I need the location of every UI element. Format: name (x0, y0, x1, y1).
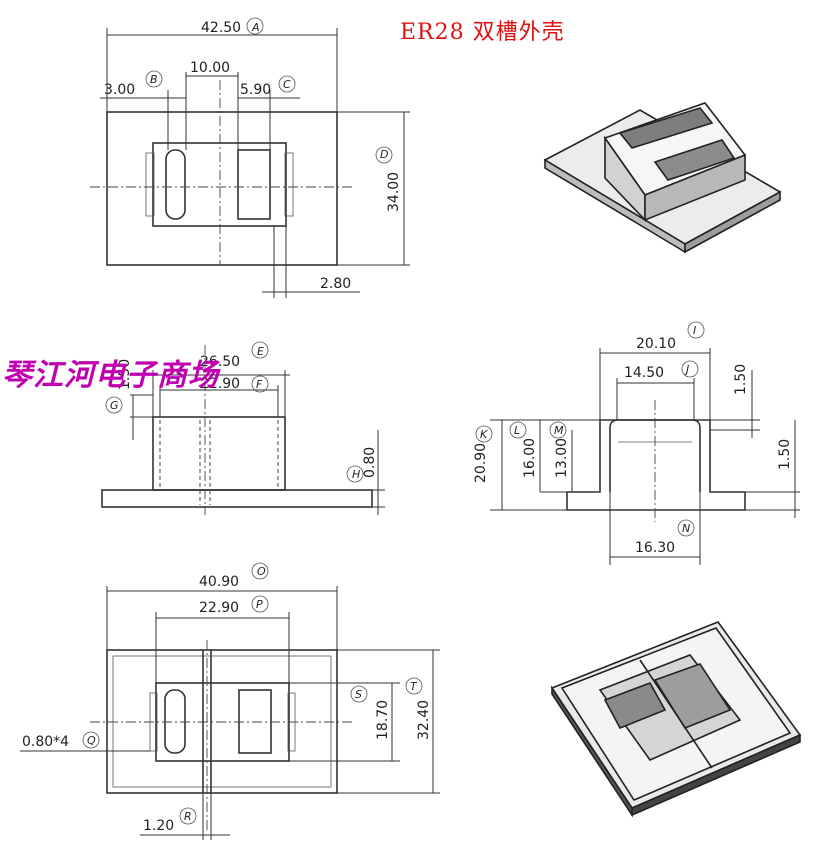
dim-m-ref: M (554, 424, 564, 437)
dim-q-ref: Q (87, 734, 96, 747)
dim-n-value: 16.30 (635, 540, 675, 556)
top-view-outline (106, 111, 338, 266)
dim-p-value: 22.90 (199, 600, 239, 616)
dim-280-value: 2.80 (320, 276, 351, 292)
dim-h-value: 0.80 (362, 447, 378, 478)
dim-a-value: 42.50 (201, 20, 241, 36)
dim-e-ref: E (257, 345, 264, 358)
iso-view-top (543, 102, 782, 254)
dim-f-ref: F (256, 378, 263, 391)
dim-k-value: 20.90 (473, 443, 489, 483)
dim-a-ref: A (251, 21, 260, 34)
dim-10-value: 10.00 (190, 60, 230, 76)
iso-view-bottom (550, 621, 802, 818)
dim-g-value: 1.50 (117, 359, 133, 390)
dim-d-ref: D (380, 148, 388, 161)
bottom-view-left-slot (164, 689, 186, 754)
dim-c-ref: C (283, 78, 291, 91)
dim-r-ref: R (184, 810, 192, 823)
dim-k-ref: K (480, 428, 488, 441)
dim-e-value: 26.50 (200, 354, 240, 370)
dim-s-ref: S (355, 688, 362, 701)
dim-d-value: 34.00 (386, 172, 402, 212)
drawing-title: ER28 双槽外壳 (400, 20, 565, 45)
bottom-view: 40.90 O 22.90 P 0.80*4 Q 1.20 R 18.70 S … (20, 562, 440, 840)
dim-f-value: 22.90 (200, 376, 240, 392)
dim-c-value: 5.90 (240, 82, 271, 98)
top-view-right-slot (237, 149, 271, 220)
dim-b-value: 3.00 (104, 82, 135, 98)
dim-j-ref: J (684, 363, 689, 376)
dim-n-ref: N (682, 522, 690, 535)
dim-l-ref: L (514, 424, 520, 437)
watermark-text: 琴江河电子商场 (2, 358, 219, 393)
dim-a-ref-circle (246, 17, 264, 35)
top-view-right-tab (284, 152, 294, 217)
dim-i-ref: I (693, 324, 696, 337)
end-view: 20.10 I 14.50 J 1.50 20.90 K 16.00 L 13.… (473, 321, 800, 565)
top-view-left-slot (165, 149, 186, 220)
top-view-center-block (152, 142, 287, 227)
dim-m-value: 13.00 (554, 438, 570, 478)
end-view-outline (566, 419, 746, 511)
dim-r-value: 1.20 (143, 818, 174, 834)
dim-p-ref: P (256, 598, 263, 611)
bottom-view-right-slot (238, 689, 272, 754)
dim-h-ref: H (352, 468, 360, 481)
dim-150-bottom-value: 1.50 (777, 439, 793, 470)
dim-i-value: 20.10 (636, 336, 676, 352)
top-view-left-tab (145, 152, 155, 217)
side-view: 26.50 E 22.90 F 1.50 G 0.80 H (101, 341, 385, 515)
top-view: 42.50 A 3.00 B 10.00 5.90 C 34.00 D 2.80 (90, 17, 410, 298)
dim-t-ref: T (410, 680, 418, 693)
bottom-view-outline (106, 649, 338, 794)
dim-s-value: 18.70 (375, 700, 391, 740)
side-view-flange (101, 489, 373, 508)
dim-b-ref: B (150, 73, 158, 86)
side-view-body (152, 416, 286, 491)
dim-o-value: 40.90 (199, 574, 239, 590)
dim-j-value: 14.50 (624, 365, 664, 381)
dim-150-top-value: 1.50 (733, 364, 749, 395)
dim-o-ref: O (257, 565, 266, 578)
dim-t-value: 32.40 (416, 700, 432, 740)
dim-g-ref: G (110, 399, 119, 412)
dim-l-value: 16.00 (522, 438, 538, 478)
dim-q-value: 0.80*4 (22, 734, 69, 750)
